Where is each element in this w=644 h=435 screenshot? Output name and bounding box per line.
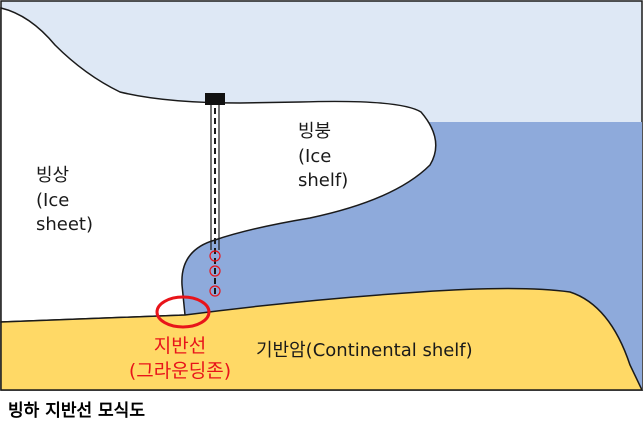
surface-station-icon [205, 93, 225, 105]
bedrock-label: 기반암(Continental shelf) [256, 340, 473, 361]
figure-caption: 빙하 지반선 모식도 [8, 401, 145, 421]
ice-shelf-label-en-2: shelf) [298, 170, 348, 191]
sensor-icon-3 [209, 285, 221, 297]
grounding-line-label: 지반선 [154, 335, 206, 357]
grounding-zone-label: (그라운딩존) [129, 360, 231, 382]
bedrock-region [0, 287, 644, 391]
ice-sheet-label-en-2: sheet) [36, 214, 93, 235]
grounding-zone-marker [155, 295, 211, 329]
glacier-grounding-line-diagram: 빙상 (Ice sheet) 빙붕 (Ice shelf) 지반선 (그라운딩존… [0, 0, 644, 391]
sensor-icon-1 [209, 250, 221, 262]
ice-shelf-label-ko: 빙붕 [298, 121, 331, 142]
sensor-icon-2 [209, 265, 221, 277]
ice-sheet-label-en-1: (Ice [36, 190, 69, 211]
ice-shelf-label-en-1: (Ice [298, 146, 331, 167]
ice-body [0, 7, 437, 323]
ice-sheet-label-ko: 빙상 [36, 165, 69, 186]
